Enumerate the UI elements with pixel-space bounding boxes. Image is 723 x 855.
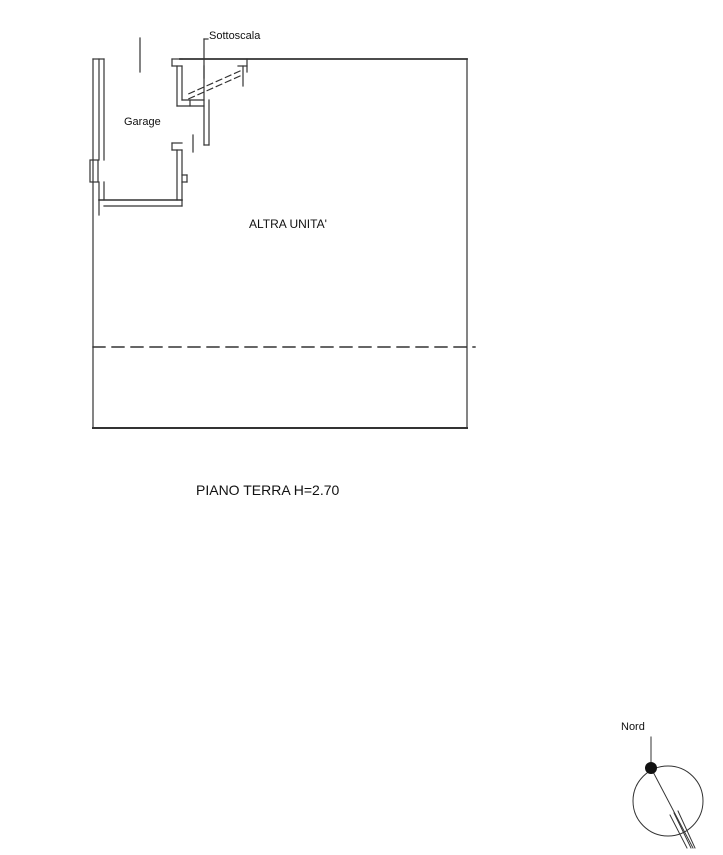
altra-unita-label: ALTRA UNITA' [249, 217, 327, 231]
nord-label: Nord [621, 721, 645, 733]
garage-label: Garage [124, 116, 161, 128]
sottoscala-label: Sottoscala [209, 30, 261, 42]
north-arrow-icon [645, 762, 657, 774]
building-outline [92, 58, 468, 429]
garage-walls [89, 37, 194, 216]
compass-pointer-line [650, 767, 694, 849]
piano-terra-label: PIANO TERRA H=2.70 [196, 482, 340, 498]
sottoscala-walls [171, 38, 248, 146]
stair-diagonal [185, 70, 241, 101]
compass-circle [632, 765, 704, 837]
compass [632, 736, 704, 849]
